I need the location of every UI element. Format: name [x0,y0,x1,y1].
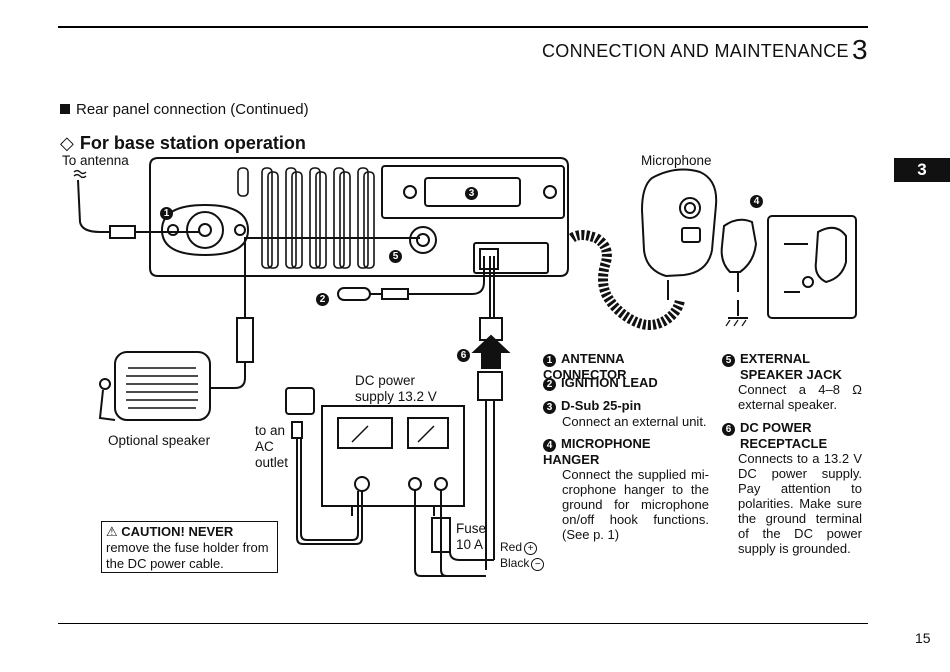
black-label: Black− [500,555,545,571]
red-label: Red+ [500,539,538,555]
bottom-rule [58,623,868,624]
ignition-lead [408,256,485,295]
antenna-label: To antenna [62,153,129,168]
subsection-heading: ◇For base station operation [60,133,306,154]
plus-icon: + [524,542,538,555]
caution-text: remove the fuse holder from the DC power… [106,540,269,571]
speaker-jack [409,226,437,254]
fuse-label-1: Fuse [456,521,487,536]
insert-arrow [471,334,511,369]
callout-2: 2 [316,289,334,307]
ac-label-1: to an [255,423,286,438]
section-heading: Rear panel connection (Continued) [60,101,309,118]
optional-speaker [114,351,211,421]
warning-icon: ⚠ [106,524,118,539]
microphone-body [640,168,718,278]
dc-power-label-2: supply 13.2 V [355,389,437,404]
chapter-tab[interactable]: 3 [894,158,950,182]
callout-3: 3 [465,183,483,201]
power-supply-box [321,405,465,507]
callout-4: 4 [750,191,768,209]
minus-icon: − [531,558,545,571]
antenna-connector [160,203,250,257]
callout-6: 6 [457,345,475,363]
ac-outlet [285,387,315,415]
microphone-label: Microphone [641,153,712,168]
fuse-label-2: 10 A [456,537,484,552]
subsection-label: For base station operation [79,133,306,153]
chapter-number: 3 [852,34,868,65]
dsub-panel [381,165,565,219]
callout-5: 5 [389,246,407,264]
square-bullet-icon [60,104,70,114]
caution-strong: CAUTION! NEVER [121,524,234,539]
microphone-hanger [720,218,758,273]
speaker-cable [244,237,420,298]
caution-box: ⚠ CAUTION! NEVER remove the fuse holder … [101,521,278,573]
dc-receptacle-frame [473,242,549,274]
ac-cable [296,438,363,545]
top-rule [58,26,868,28]
heatsink-fins [237,167,375,269]
microphone-coil-cord [569,230,685,330]
chapter-title: CONNECTION AND MAINTENANCE [542,41,849,61]
antenna-cable [77,179,110,233]
ac-label-3: outlet [255,455,289,470]
page-number: 15 [915,630,931,646]
optional-speaker-label: Optional speaker [108,433,211,448]
hanger-detail-box [767,215,857,319]
callout-1: 1 [160,203,178,221]
ac-label-2: AC [255,439,274,454]
section-label: Rear panel connection (Continued) [76,101,309,118]
dc-power-label-1: DC power [355,373,416,388]
diamond-icon: ◇ [60,133,74,153]
transceiver-body [149,157,569,277]
